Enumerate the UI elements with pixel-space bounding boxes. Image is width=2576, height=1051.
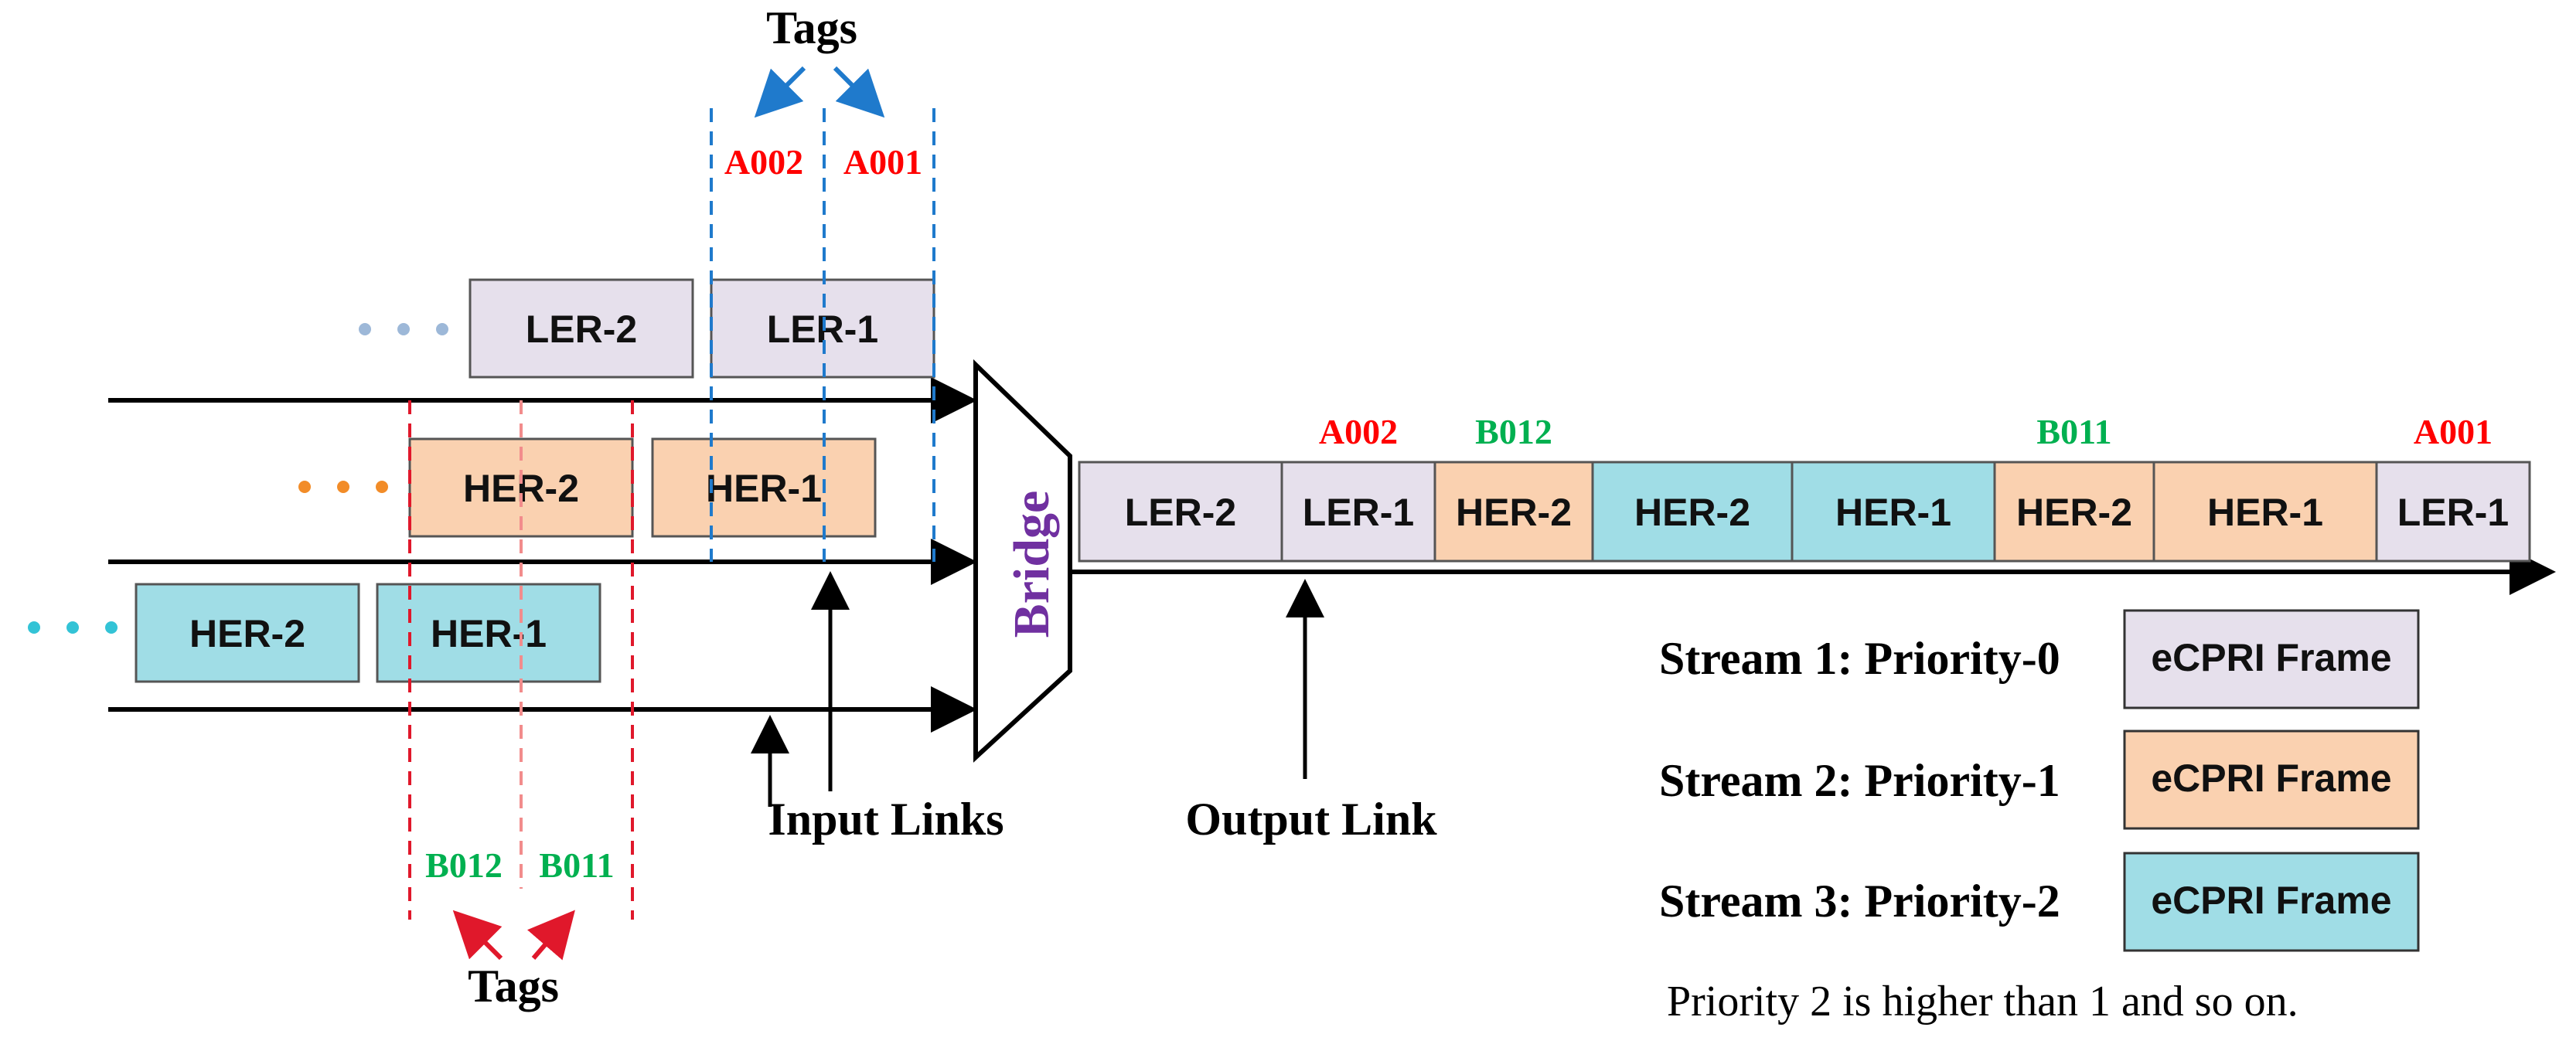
output-frame-label: LER-2 [1125, 491, 1236, 534]
output-frame: LER-1 [2375, 461, 2531, 563]
output-frame-box [1078, 461, 1283, 563]
top-tag-arrow-left [754, 66, 806, 118]
legend-item-label: Stream 3: Priority-2 [1659, 876, 2060, 927]
output-frame-box [1280, 461, 1436, 563]
output-frame-label: LER-1 [2397, 491, 2509, 534]
legend-swatch-priority0 [2123, 609, 2420, 709]
tag-b011: B011 [539, 845, 614, 885]
legend-box-label: eCPRI Frame [2151, 879, 2391, 922]
top-tag-arrow-right [833, 66, 885, 118]
output-frame: LER-2 [1078, 461, 1283, 563]
legend-swatch-priority2 [2123, 852, 2420, 952]
bottom-tags-title: Tags [468, 961, 559, 1012]
legend-swatch-priority1 [2123, 730, 2420, 830]
output-tag: B012 [1475, 412, 1552, 451]
output-frame-box [2375, 461, 2531, 563]
output-frame-box [1433, 461, 1594, 563]
legend: Stream 1: Priority-0 eCPRI Frame Stream … [1659, 609, 2420, 1025]
output-link-label: Output Link [1185, 794, 1437, 845]
blue-tag-boundaries [710, 108, 935, 562]
output-frame-label: HER-1 [2207, 491, 2323, 534]
output-tag: B011 [2036, 412, 2111, 451]
output-frame-box [1591, 461, 1794, 563]
input-frame-stream2-her1: HER-1 [651, 437, 877, 538]
output-frame-label: LER-1 [1303, 491, 1414, 534]
bridge: Bridge [973, 359, 1072, 763]
bottom-tag-arrow-left [452, 910, 503, 961]
output-frame-label: HER-2 [1634, 491, 1750, 534]
output-tags: A002 B012 B011 A001 [1319, 412, 2493, 451]
output-frame: HER-1 [1791, 461, 1996, 563]
output-frame: HER-2 [1993, 461, 2155, 563]
output-frame: HER-2 [1433, 461, 1594, 563]
output-tag: A001 [2414, 412, 2493, 451]
legend-box-label: eCPRI Frame [2151, 757, 2391, 800]
input-frame-stream3-her1: HER-1 [376, 583, 601, 683]
tag-a002: A002 [724, 142, 803, 182]
frame-label: HER-2 [189, 612, 305, 655]
output-frame: LER-1 [1280, 461, 1436, 563]
stream2-continuation-dots [298, 481, 388, 493]
frame-label: LER-2 [526, 308, 637, 351]
bottom-tag-arrow-right [527, 910, 575, 961]
legend-box-label: eCPRI Frame [2151, 636, 2391, 679]
input-frame-stream3-her2: HER-2 [135, 583, 360, 683]
input-links-label: Input Links [768, 794, 1003, 845]
top-tags-title: Tags [766, 2, 857, 53]
output-frame-sequence: LER-2 LER-1 HER-2 HER-2 HER-1 HER-2 HER-1 LER-1 [1078, 461, 2531, 563]
legend-item-label: Stream 1: Priority-0 [1659, 633, 2060, 684]
output-tag: A002 [1319, 412, 1398, 451]
output-frame: HER-2 [1591, 461, 1794, 563]
output-frame: HER-1 [2152, 461, 2378, 563]
frame-label: HER-1 [431, 612, 547, 655]
tag-a001: A001 [843, 142, 922, 182]
bridge-label: Bridge [1003, 491, 1060, 638]
legend-item-label: Stream 2: Priority-1 [1659, 755, 2060, 806]
output-frame-label: HER-1 [1835, 491, 1951, 534]
tag-b012: B012 [425, 845, 503, 885]
input-frame-stream1-ler2: LER-2 [469, 278, 694, 379]
legend-note: Priority 2 is higher than 1 and so on. [1667, 978, 2298, 1025]
output-frame-label: HER-2 [2016, 491, 2132, 534]
red-tag-boundaries [408, 400, 634, 920]
output-frame-label: HER-2 [1456, 491, 1572, 534]
frame-label: HER-1 [706, 467, 822, 510]
stream3-continuation-dots [28, 621, 118, 634]
stream1-continuation-dots [359, 323, 448, 335]
